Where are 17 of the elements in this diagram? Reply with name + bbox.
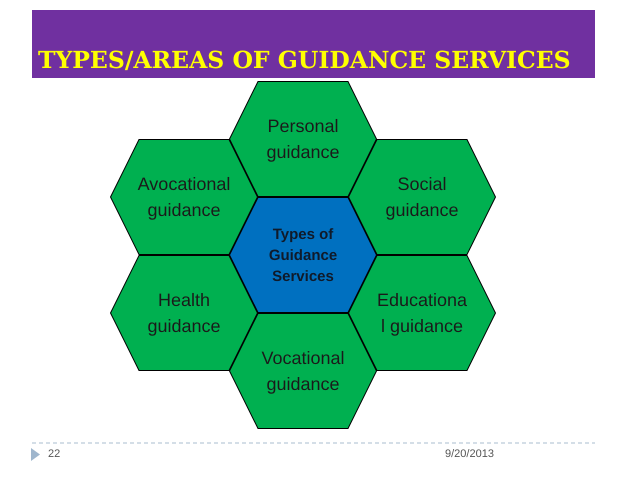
hexagon (229, 81, 377, 197)
page-number: 22 (48, 448, 60, 461)
hexagon (229, 313, 377, 429)
hexagon (110, 255, 258, 371)
slide-title: TYPES/AREAS OF GUIDANCE SERVICES (38, 47, 571, 74)
hexagon-label: Social guidance (384, 173, 460, 222)
hexagon (348, 139, 496, 255)
center-hexagon (229, 197, 377, 313)
date-label: 9/20/2013 (445, 448, 494, 461)
hexagon-label: Avocational guidance (136, 173, 232, 222)
center-label: Types of Guidance Services (268, 224, 338, 286)
hexagon-label: Health guidance (146, 289, 222, 338)
hexagon (348, 255, 496, 371)
hexagon (110, 139, 258, 255)
hexagon-label: Vocational guidance (260, 347, 346, 396)
hexagon-label: Personal guidance (265, 115, 341, 164)
hexagon-label: Educationa l guidance (376, 289, 468, 338)
